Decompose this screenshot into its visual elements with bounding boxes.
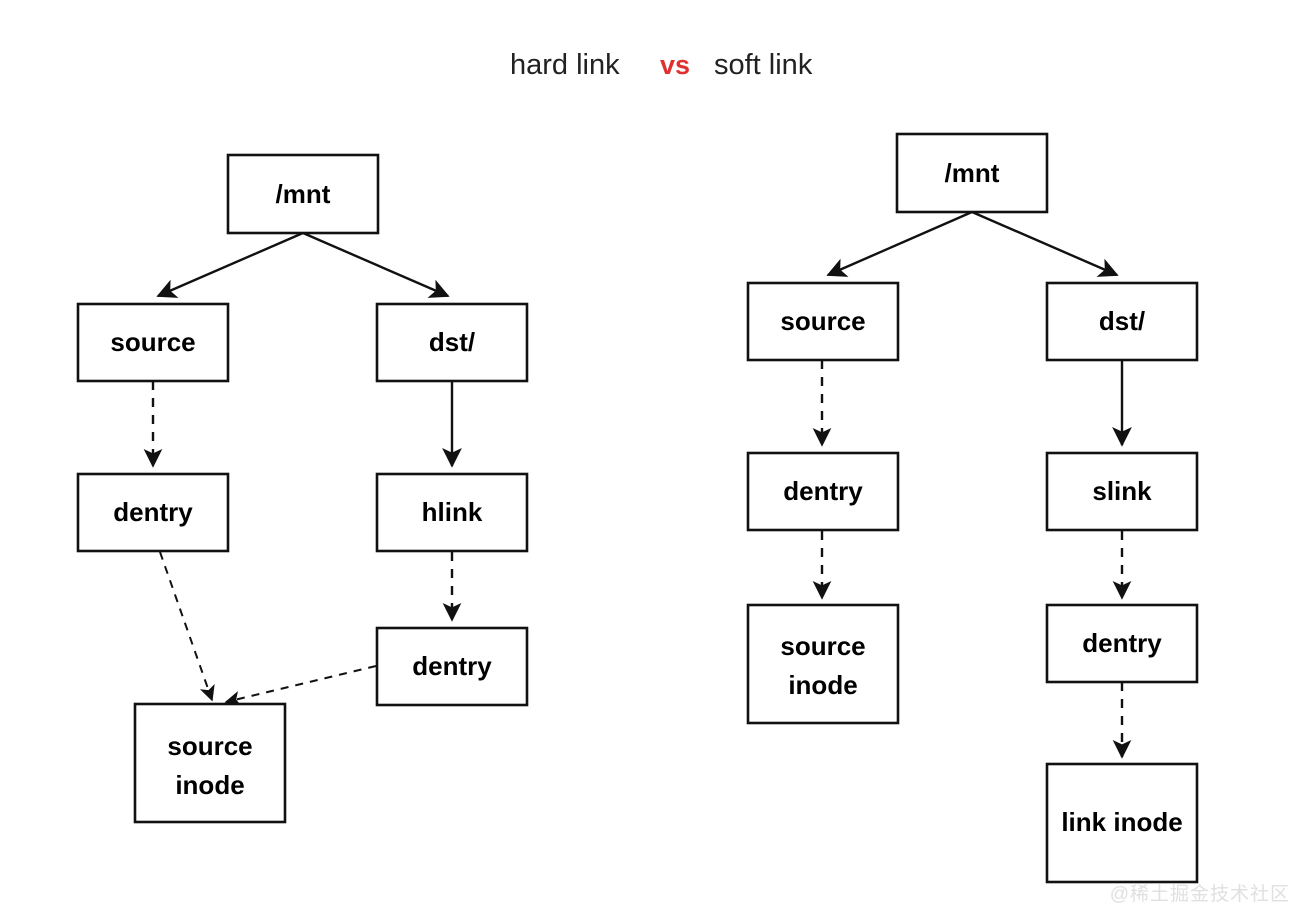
node-box — [375, 472, 529, 553]
node-label-mnt: /mnt — [945, 158, 1000, 188]
soft-link-diagram: /mnt source dst/ dentry slink source ino… — [746, 132, 1199, 884]
edge-dentry2-to-source-inode — [224, 665, 377, 707]
node-label-source: source — [110, 327, 195, 357]
node-box — [1045, 451, 1199, 532]
node-box — [1045, 603, 1199, 684]
node-dentry-right-2[interactable]: dentry — [1045, 603, 1199, 684]
node-label-hlink: hlink — [422, 497, 483, 527]
node-dst-right[interactable]: dst/ — [1045, 281, 1199, 362]
node-box — [746, 281, 900, 362]
node-dst-left[interactable]: dst/ — [375, 302, 529, 383]
node-label-inode: inode — [175, 770, 244, 800]
node-box — [895, 132, 1049, 214]
node-box — [76, 472, 230, 553]
title-vs-badge: vs — [660, 50, 690, 80]
node-label-source: source — [780, 306, 865, 336]
edge-dentry-to-source-inode — [159, 551, 215, 702]
edge-mnt-to-source — [826, 210, 973, 277]
node-mnt-right[interactable]: /mnt — [895, 132, 1049, 214]
node-dentry-right-1[interactable]: dentry — [746, 451, 900, 532]
watermark: @稀土掘金技术社区 — [1109, 884, 1290, 905]
node-hlink[interactable]: hlink — [375, 472, 529, 553]
node-dentry-left-2[interactable]: dentry — [375, 626, 529, 707]
node-box — [1045, 762, 1199, 884]
node-label-dentry: dentry — [783, 476, 863, 506]
node-box — [746, 603, 900, 725]
edge-mnt-to-dst — [971, 210, 1119, 277]
node-label-mnt: /mnt — [276, 179, 331, 209]
node-source-inode-left[interactable]: source inode — [133, 702, 287, 824]
node-label-link-inode: link inode — [1061, 807, 1182, 837]
title-soft-link: soft link — [714, 49, 813, 81]
node-slink[interactable]: slink — [1045, 451, 1199, 532]
node-label-dentry: dentry — [1082, 628, 1162, 658]
page-title: hard link vs soft link — [510, 49, 813, 81]
node-box — [1045, 281, 1199, 362]
edge-mnt-to-dst — [302, 231, 450, 298]
node-mnt-left[interactable]: /mnt — [226, 153, 380, 235]
node-box — [375, 302, 529, 383]
node-label-dentry: dentry — [113, 497, 193, 527]
edge-mnt-to-source — [156, 231, 304, 298]
node-dentry-left-1[interactable]: dentry — [76, 472, 230, 553]
node-label-source: source — [780, 631, 865, 661]
node-box — [226, 153, 380, 235]
node-source-left[interactable]: source — [76, 302, 230, 383]
title-hard-link: hard link — [510, 49, 620, 81]
node-label-dst: dst/ — [429, 327, 475, 357]
node-label-slink: slink — [1092, 476, 1152, 506]
node-box — [746, 451, 900, 532]
node-source-inode-right[interactable]: source inode — [746, 603, 900, 725]
node-label-dentry: dentry — [412, 651, 492, 681]
node-box — [76, 302, 230, 383]
node-label-dst: dst/ — [1099, 306, 1145, 336]
node-link-inode[interactable]: link inode — [1045, 762, 1199, 884]
node-label-source: source — [167, 731, 252, 761]
node-label-inode: inode — [788, 670, 857, 700]
hard-link-diagram: /mnt source dst/ dentry hlink dentry — [76, 153, 529, 824]
node-box — [133, 702, 287, 824]
node-box — [375, 626, 529, 707]
node-source-right[interactable]: source — [746, 281, 900, 362]
